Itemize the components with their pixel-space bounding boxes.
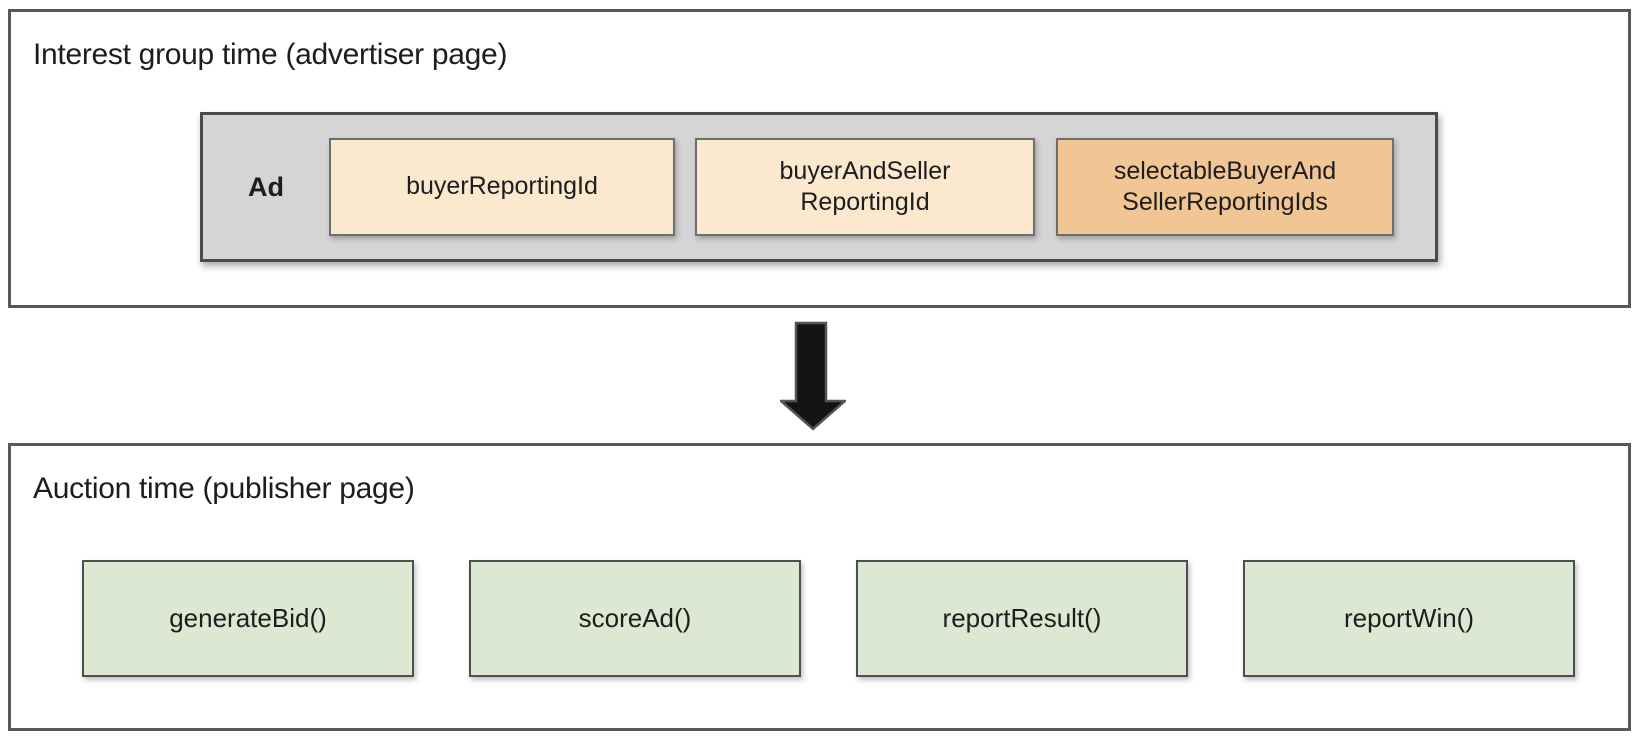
ad-label: Ad <box>248 171 284 202</box>
auction-title: Auction time (publisher page) <box>33 472 415 505</box>
report-result-box: reportResult() <box>856 560 1188 677</box>
report-result-label: reportResult() <box>942 603 1102 633</box>
generate-bid-label: generateBid() <box>169 603 327 633</box>
report-win-label: reportWin() <box>1343 603 1474 633</box>
ad-container: Ad buyerReportingId buyerAndSeller Repor… <box>200 112 1438 262</box>
generate-bid-box: generateBid() <box>82 560 414 677</box>
auction-section: Auction time (publisher page) generateBi… <box>8 443 1631 731</box>
selectable-buyer-and-seller-reporting-ids-box: selectableBuyerAnd SellerReportingIds <box>1056 138 1394 236</box>
interest-group-section: Interest group time (advertiser page) Ad… <box>8 9 1631 308</box>
score-ad-label: scoreAd() <box>578 603 692 633</box>
buyer-reporting-id-label-line1: buyerReportingId <box>406 172 598 201</box>
score-ad-box: scoreAd() <box>469 560 801 677</box>
auction-function-row: generateBid() scoreAd() reportResult() r… <box>82 560 1575 677</box>
buyer-reporting-id-box: buyerReportingId <box>329 138 675 236</box>
selectable-buyer-and-seller-reporting-ids-label-line2: SellerReportingIds <box>1122 188 1328 216</box>
down-arrow-icon <box>780 321 846 431</box>
buyer-and-seller-reporting-id-box: buyerAndSeller ReportingId <box>695 138 1035 236</box>
report-win-box: reportWin() <box>1243 560 1575 677</box>
interest-group-title: Interest group time (advertiser page) <box>33 38 508 71</box>
buyer-and-seller-reporting-id-label-line2: ReportingId <box>800 188 930 216</box>
buyer-and-seller-reporting-id-label-line1: buyerAndSeller <box>779 156 951 185</box>
selectable-buyer-and-seller-reporting-ids-label-line1: selectableBuyerAnd <box>1113 156 1337 185</box>
